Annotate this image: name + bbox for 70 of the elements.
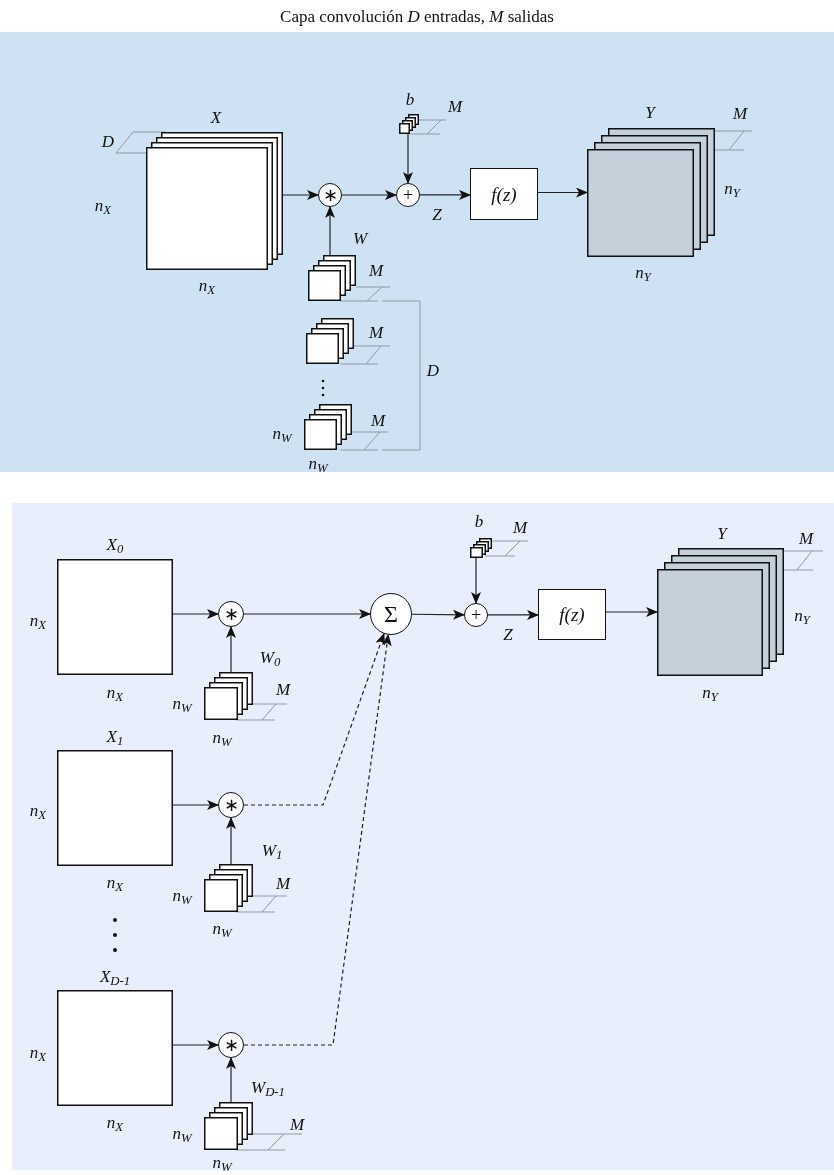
dimension-label: M [798, 529, 814, 547]
variable-label: W$_{1}$ [261, 841, 283, 859]
dimension-label: n$_{Y}$ [724, 179, 740, 197]
variable-label: W$_{D-1}$ [251, 1078, 285, 1096]
dimension-label: n$_{W}$ [212, 728, 232, 746]
variable-label: b [405, 90, 415, 108]
dimension-label: n$_{W}$ [212, 919, 232, 937]
arrow [172, 609, 219, 619]
dimension-label: n$_{X}$ [29, 611, 47, 629]
function-box: f(z) [538, 589, 606, 640]
arrow [172, 800, 219, 810]
dimension-label: n$_{X}$ [29, 1043, 47, 1061]
dimension-label: n$_{W}$ [172, 694, 192, 712]
arrow [226, 1057, 236, 1103]
edge-label: Z [503, 625, 513, 643]
variable-label: X$_{D-1}$ [99, 967, 131, 985]
dimension-label: n$_{X}$ [106, 873, 124, 891]
arrow [325, 206, 335, 256]
arrow [471, 557, 481, 604]
variable-label: W [352, 229, 368, 247]
arrow [537, 187, 588, 198]
variable-label: X$_{1}$ [106, 727, 124, 745]
function-box: f(z) [470, 168, 538, 220]
arrow [226, 626, 236, 673]
arrow [243, 609, 371, 619]
dimension-label: n$_{X}$ [106, 683, 124, 701]
dimension-label: n$_{W}$ [212, 1153, 232, 1171]
variable-label: X$_{0}$ [106, 535, 124, 553]
panel-background [0, 32, 834, 472]
arrow [341, 190, 397, 200]
dimension-label: n$_{W}$ [308, 454, 328, 472]
dimension-label: n$_{Y}$ [635, 263, 651, 281]
dimension-label: n$_{W}$ [272, 424, 292, 442]
arrow [419, 189, 471, 200]
arrow [403, 133, 413, 184]
arrow [243, 632, 385, 806]
variable-label: W$_{0}$ [259, 648, 281, 666]
dimension-label: M [370, 411, 386, 429]
arrow [282, 190, 319, 200]
dimension-label: M [512, 518, 528, 536]
dimension-label: n$_{X}$ [106, 1113, 124, 1131]
arrow [226, 817, 236, 865]
dimension-label: M [732, 104, 748, 122]
dimension-label: M [447, 97, 463, 115]
diagram-title: Capa convolución D entradas, M salidas [279, 6, 555, 28]
variable-label: b [474, 512, 484, 530]
dimension-label: M [275, 874, 291, 892]
dimension-label: M [368, 323, 384, 341]
panel-background [12, 503, 834, 1170]
arrow [487, 609, 539, 620]
dimension-label: n$_{W}$ [172, 1124, 192, 1142]
arrow [172, 1040, 219, 1050]
variable-label: Y [645, 103, 655, 121]
dimension-label: n$_{Y}$ [794, 606, 810, 624]
dimension-label: n$_{X}$ [198, 276, 216, 294]
edge-label: Z [432, 205, 442, 223]
dimension-label: n$_{W}$ [172, 886, 192, 904]
dimension-label: n$_{X}$ [94, 196, 112, 214]
dimension-label: D [426, 361, 440, 379]
arrow [605, 607, 658, 617]
dimension-label: n$_{Y}$ [702, 683, 718, 701]
dimension-label: M [368, 261, 384, 279]
variable-label: Y [717, 524, 727, 542]
arrow [243, 633, 392, 1046]
dimension-label: D [101, 132, 115, 150]
dimension-label: M [289, 1115, 305, 1133]
variable-label: X [210, 108, 222, 126]
dimension-label: M [275, 680, 291, 698]
dimension-label: n$_{X}$ [29, 801, 47, 819]
arrow [411, 609, 465, 620]
